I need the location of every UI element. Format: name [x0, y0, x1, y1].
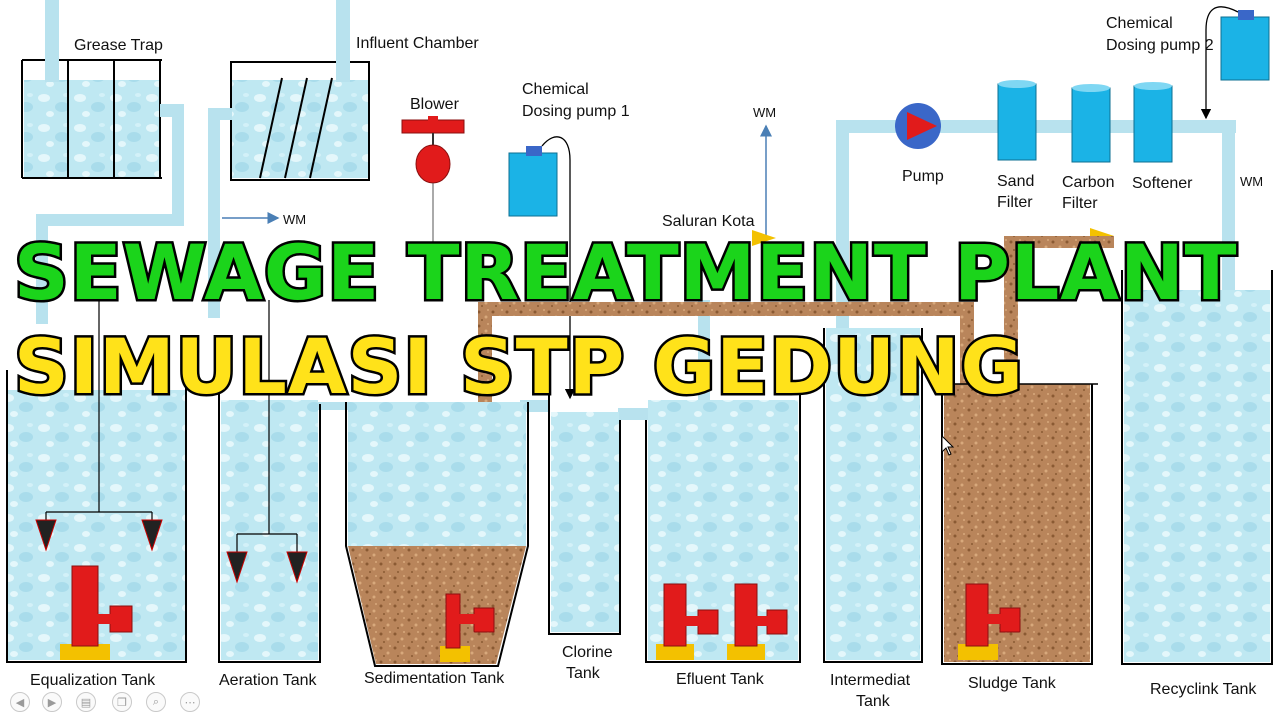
label-grease-trap: Grease Trap [74, 37, 163, 54]
label-wm-3: WM [1240, 174, 1263, 189]
label-aeration-tank: Aeration Tank [219, 672, 318, 689]
label-sludge-tank: Sludge Tank [968, 675, 1057, 692]
label-carbon-filter-b: Filter [1062, 195, 1098, 212]
more-icon[interactable]: ⋯ [180, 692, 200, 712]
back-icon[interactable]: ◀ [10, 692, 30, 712]
softener [1133, 82, 1173, 163]
label-sand-filter-a: Sand [997, 173, 1034, 190]
grease-trap [21, 0, 162, 179]
banner-subtitle: SIMULASI STP GEDUNG [12, 320, 1026, 414]
label-effluent-tank: Efluent Tank [676, 671, 765, 688]
clorine-tank [548, 384, 621, 635]
blower [401, 116, 465, 290]
effluent-tank [645, 395, 801, 663]
label-clorine-tank-a: Clorine [562, 644, 613, 661]
transfer-pump [895, 103, 941, 149]
label-wm-2: WM [753, 105, 776, 120]
sedimentation-tank [345, 402, 529, 667]
equalization-tank [6, 300, 187, 663]
mouse-cursor-icon [941, 434, 955, 456]
chemical-dosing-pump-2 [1200, 6, 1270, 120]
label-pump: Pump [902, 168, 944, 185]
forward-icon[interactable]: ▶ [42, 692, 62, 712]
recyclink-tank [1121, 270, 1273, 665]
sand-filter [997, 80, 1037, 161]
sludge-tank [936, 383, 1098, 665]
label-chemical-pump-1-b: Dosing pump 1 [522, 103, 630, 120]
influent-chamber [230, 0, 370, 181]
label-equalization-tank: Equalization Tank [30, 672, 156, 689]
label-chemical-pump-2-b: Dosing pump 2 [1106, 37, 1214, 54]
chemical-dosing-pump-1 [508, 136, 576, 400]
label-influent-chamber: Influent Chamber [356, 35, 479, 52]
aeration-tank [218, 300, 321, 663]
label-intermediat-tank-a: Intermediat [830, 672, 911, 689]
slides-icon[interactable]: ▤ [76, 692, 96, 712]
label-sedimentation-tank: Sedimentation Tank [364, 670, 505, 687]
zoom-icon[interactable]: ⌕ [146, 692, 166, 712]
label-chemical-pump-2-a: Chemical [1106, 15, 1173, 32]
label-wm-1: WM [283, 212, 306, 227]
label-recyclink-tank: Recyclink Tank [1150, 681, 1257, 698]
carbon-filter [1071, 84, 1111, 163]
label-chemical-pump-1-a: Chemical [522, 81, 589, 98]
banner-title: SEWAGE TREATMENT PLANT [12, 226, 1240, 320]
label-blower: Blower [410, 96, 460, 113]
intermediat-tank [823, 328, 923, 663]
label-clorine-tank-b: Tank [566, 665, 601, 682]
copy-icon[interactable]: ❐ [112, 692, 132, 712]
label-softener: Softener [1132, 175, 1193, 192]
label-sand-filter-b: Filter [997, 194, 1033, 211]
label-intermediat-tank-b: Tank [856, 693, 891, 710]
label-saluran-kota: Saluran Kota [662, 213, 755, 230]
label-carbon-filter-a: Carbon [1062, 174, 1114, 191]
